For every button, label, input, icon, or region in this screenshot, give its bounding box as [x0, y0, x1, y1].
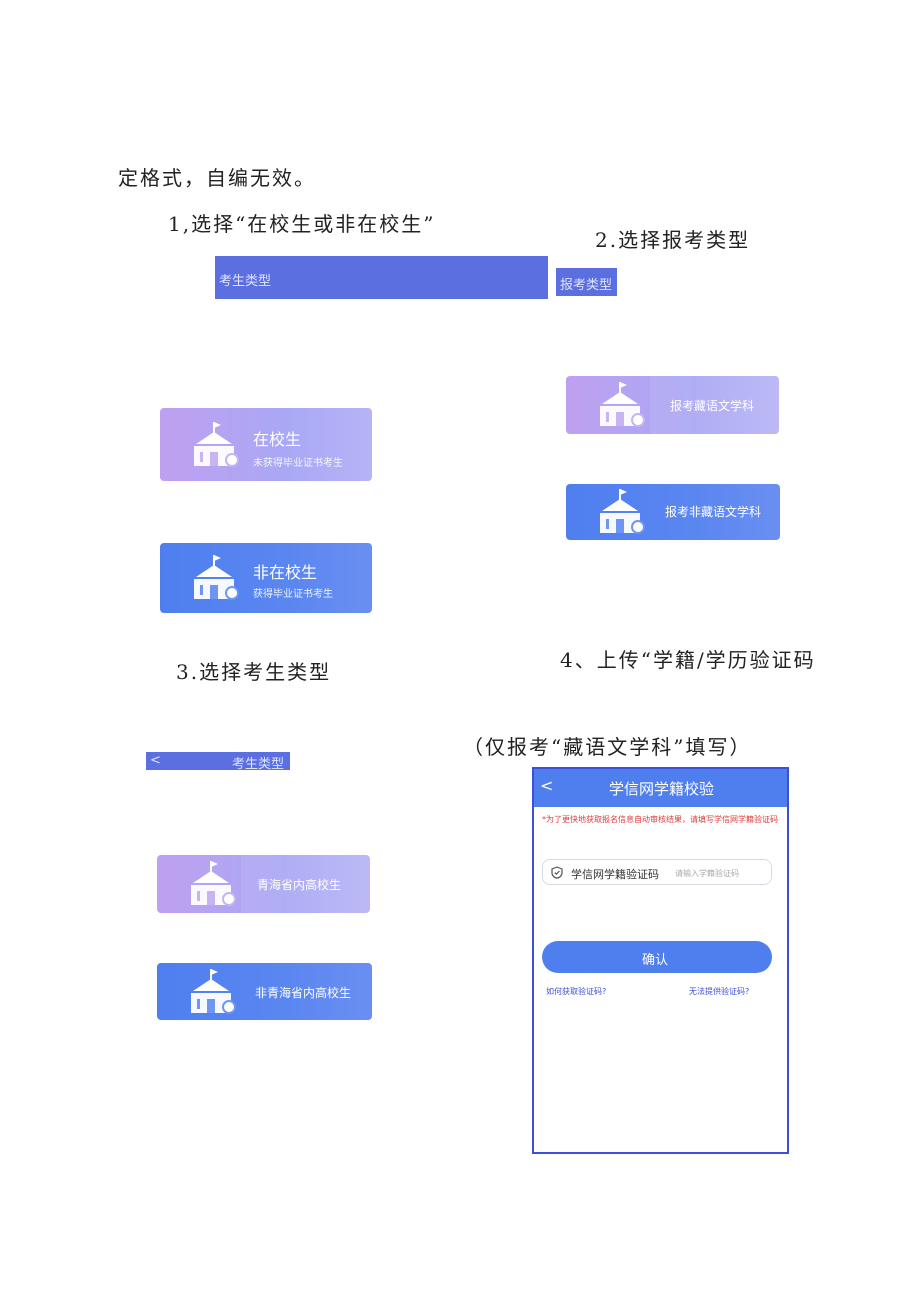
school-icon	[194, 422, 239, 467]
back-icon[interactable]: <	[540, 776, 554, 795]
screen1-header: 考生类型	[215, 256, 548, 299]
field-label: 学信网学籍验证码	[571, 868, 659, 881]
card-in-school[interactable]: 在校生 未获得毕业证书考生	[160, 408, 372, 481]
card-not-in-school[interactable]: 非在校生 获得毕业证书考生	[160, 543, 372, 613]
verification-code-field[interactable]: 学信网学籍验证码 请输入学籍验证码	[542, 859, 772, 885]
card-qinghai-student[interactable]: 青海省内高校生	[157, 855, 370, 913]
screen2-header-title: 报考类型	[560, 278, 613, 293]
school-icon	[600, 489, 645, 534]
screen3-header-title: 考生类型	[232, 757, 285, 772]
card-title: 在校生	[253, 430, 302, 449]
screen3-header: < 考生类型	[146, 752, 290, 772]
step-2-heading: 2.选择报考类型	[595, 228, 751, 252]
step-1-heading: 1,选择“在校生或非在校生”	[168, 212, 436, 236]
step-3-heading: 3.选择考生类型	[176, 660, 332, 684]
step-4-heading: 4、上传“学籍/学历验证码	[560, 648, 816, 672]
card-divider-panel	[650, 376, 779, 434]
screen2-header: 报考类型	[556, 268, 617, 296]
card-tibetan[interactable]: 报考藏语文学科	[566, 376, 779, 434]
card-title: 非在校生	[253, 563, 318, 582]
cannot-provide-code-link[interactable]: 无法提供验证码?	[689, 987, 750, 996]
school-icon	[191, 969, 236, 1014]
school-icon	[191, 861, 236, 906]
step-4-note: （仅报考“藏语文学科”填写）	[463, 735, 752, 759]
card-title: 报考藏语文学科	[670, 399, 755, 413]
confirm-button-label: 确认	[642, 953, 669, 968]
field-placeholder: 请输入学籍验证码	[675, 869, 739, 878]
phone-title: 学信网学籍校验	[609, 780, 715, 798]
school-icon	[600, 382, 645, 427]
back-icon[interactable]: <	[150, 753, 161, 768]
shield-icon	[551, 866, 563, 879]
card-non-qinghai-student[interactable]: 非青海省内高校生	[157, 963, 372, 1020]
confirm-button[interactable]: 确认	[542, 941, 772, 973]
school-icon	[194, 555, 239, 600]
phone-header	[534, 769, 787, 807]
card-divider-panel	[241, 855, 370, 913]
card-subtitle: 获得毕业证书考生	[253, 589, 333, 600]
card-title: 非青海省内高校生	[255, 986, 352, 1000]
intro-text: 定格式，自编无效。	[118, 166, 316, 190]
how-to-get-code-link[interactable]: 如何获取验证码?	[546, 987, 607, 996]
card-title: 报考非藏语文学科	[665, 505, 762, 519]
screen1-header-title: 考生类型	[219, 274, 272, 289]
notice-text: *为了更快地获取报名信息自动审核结果，请填写学信网学籍验证码	[542, 815, 778, 824]
phone-screen: < 学信网学籍校验 *为了更快地获取报名信息自动审核结果，请填写学信网学籍验证码…	[532, 767, 789, 1154]
card-subtitle: 未获得毕业证书考生	[253, 458, 343, 469]
card-non-tibetan[interactable]: 报考非藏语文学科	[566, 484, 780, 540]
card-title: 青海省内高校生	[257, 878, 342, 892]
